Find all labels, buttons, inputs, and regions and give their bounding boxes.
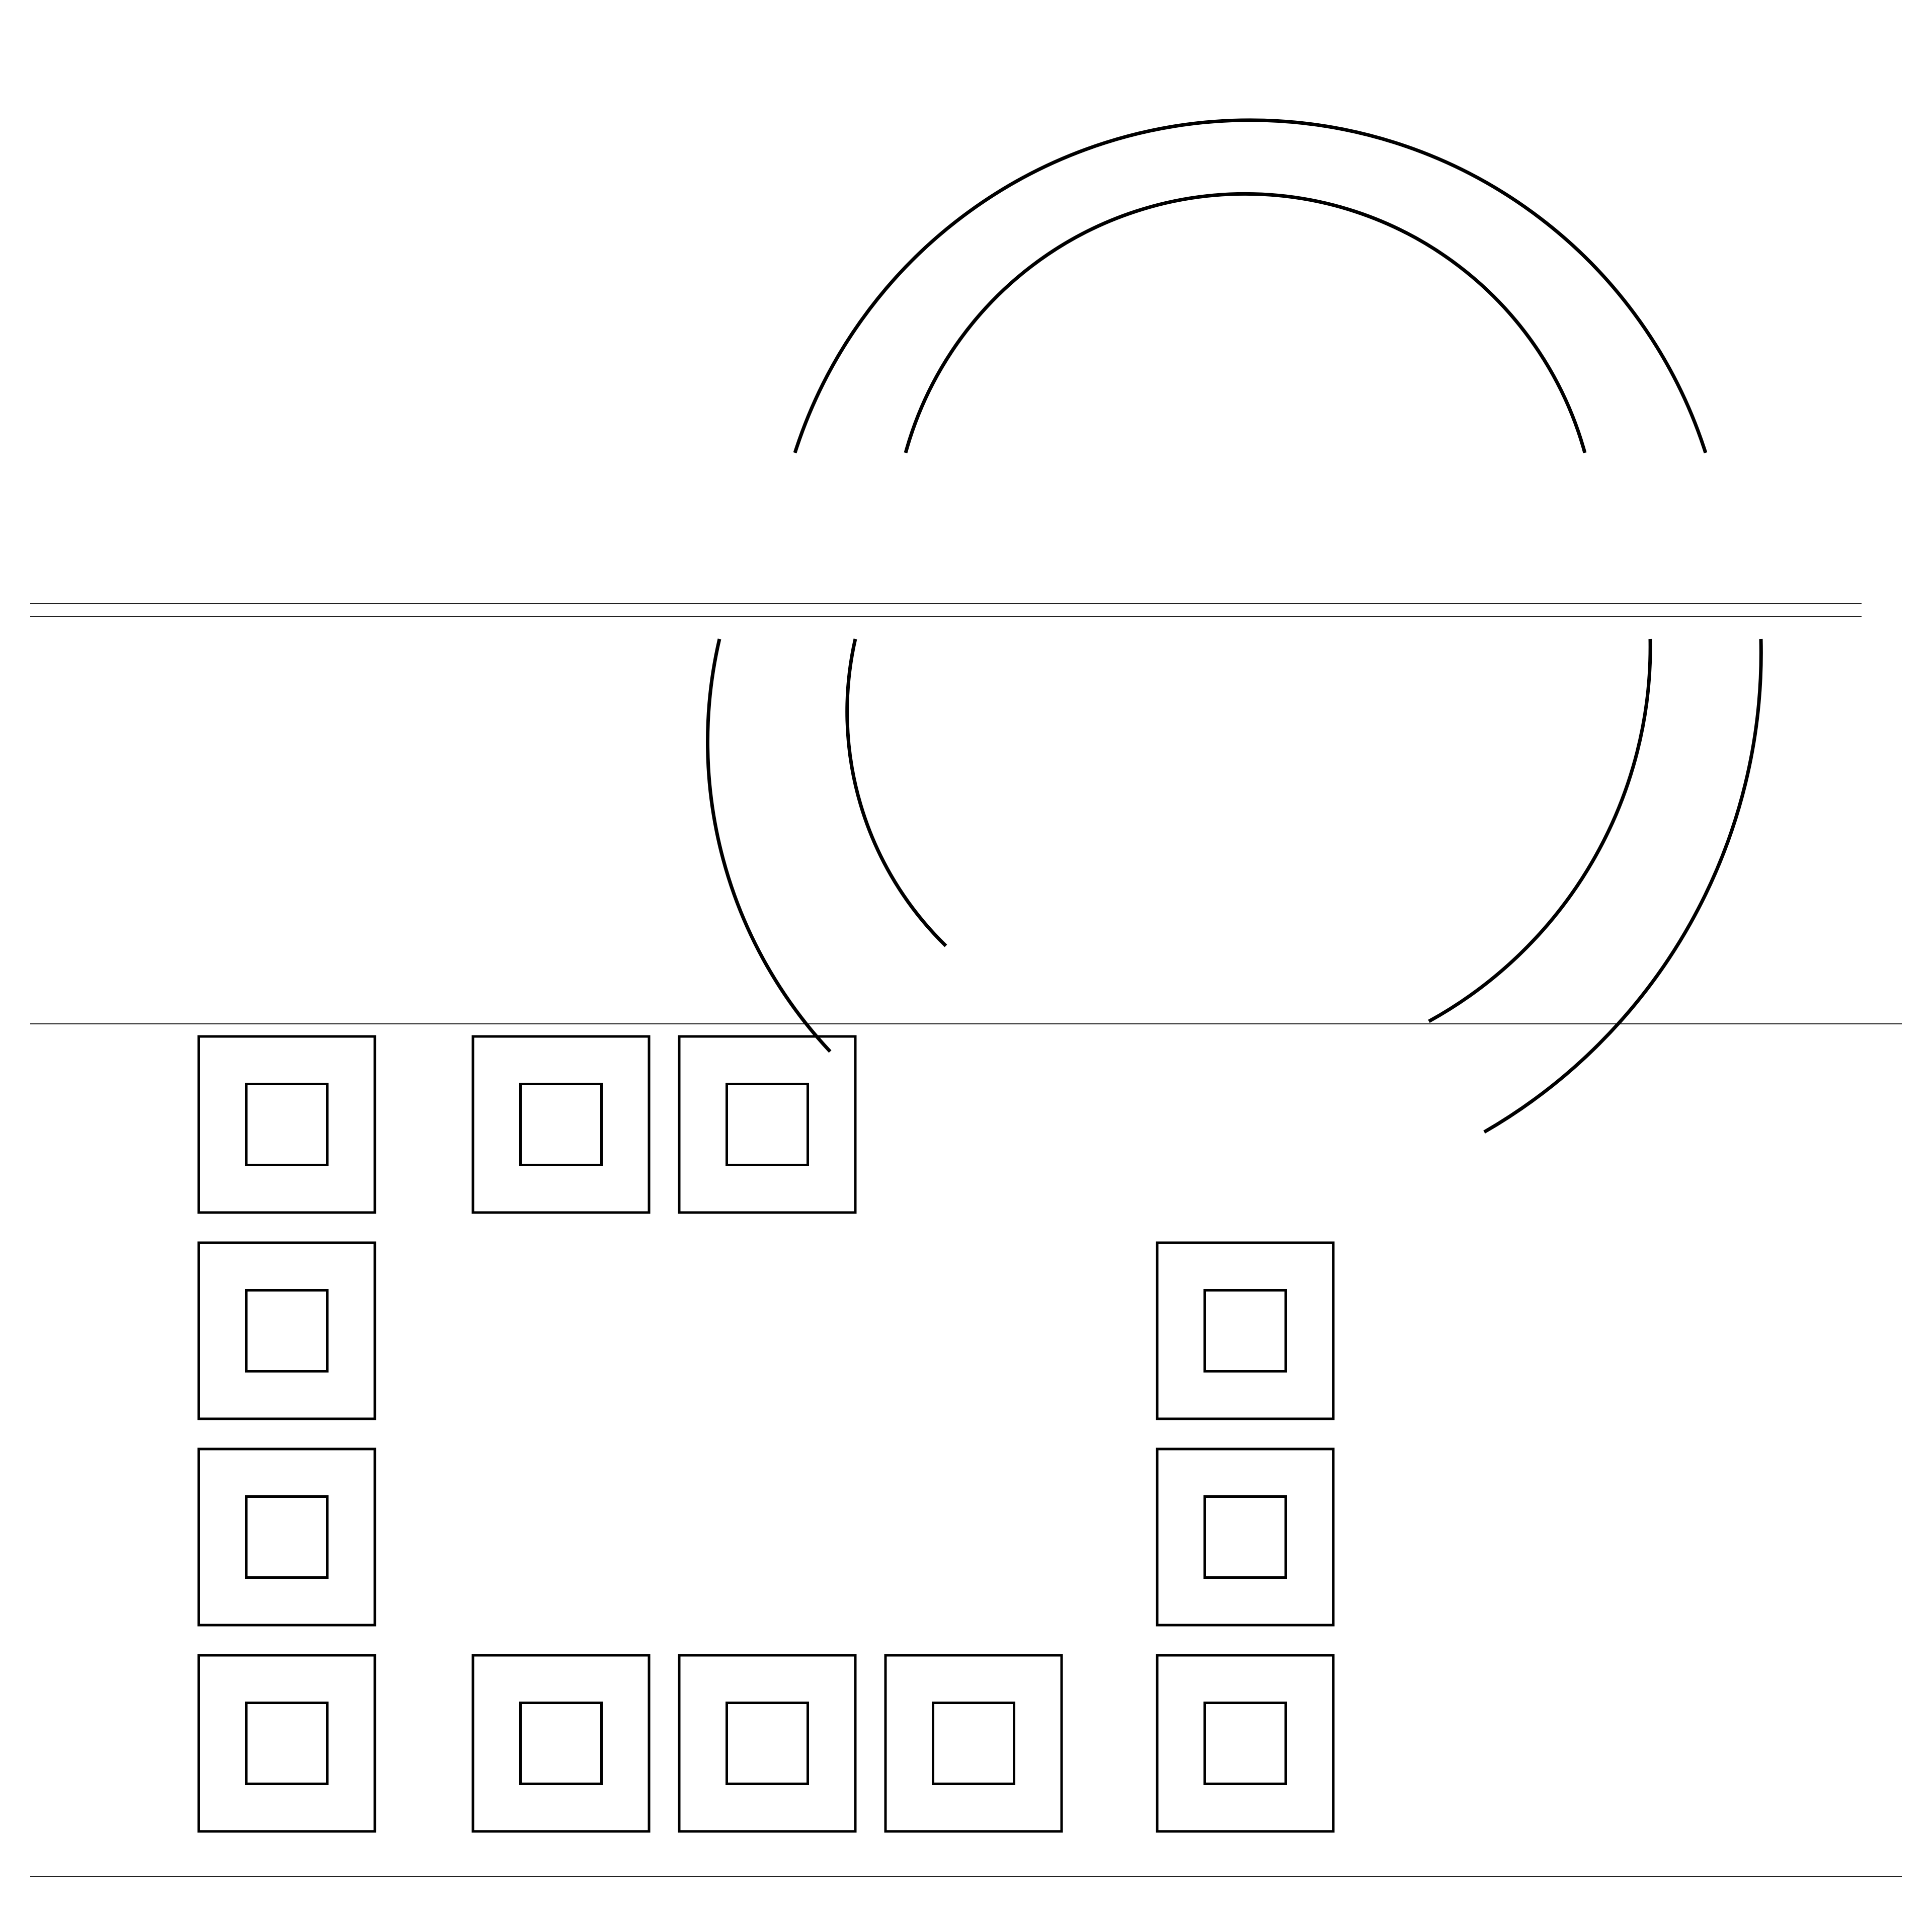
parking-courtyard — [1203, 1495, 1287, 1579]
north-arc-building — [793, 118, 1708, 454]
parking-garage — [197, 1654, 376, 1833]
parking-outer-wall — [884, 1654, 1063, 1833]
parking-garage — [1156, 1241, 1335, 1420]
parking-outer-wall — [471, 1654, 651, 1833]
parking-garage — [1156, 1447, 1335, 1627]
parking-outer-wall — [471, 1035, 651, 1214]
parking-outer-wall — [197, 1654, 376, 1833]
parking-garage — [197, 1241, 376, 1420]
parking-outer-wall — [197, 1035, 376, 1214]
parking-courtyard — [519, 1083, 603, 1166]
parking-courtyard — [726, 1702, 809, 1785]
parking-courtyard — [245, 1289, 329, 1373]
parking-outer-wall — [197, 1447, 376, 1627]
parking-garage — [471, 1035, 651, 1214]
parking-garage — [1156, 1654, 1335, 1833]
parking-outer-wall — [1156, 1241, 1335, 1420]
parking-garage — [197, 1035, 376, 1214]
west-arc-building — [706, 638, 947, 1053]
parking-courtyard — [726, 1083, 809, 1166]
parking-courtyard — [245, 1083, 329, 1166]
parking-courtyard — [245, 1702, 329, 1785]
parking-garage — [884, 1654, 1063, 1833]
parking-courtyard — [245, 1495, 329, 1579]
parking-courtyard — [1203, 1289, 1287, 1373]
parking-outer-wall — [197, 1241, 376, 1420]
parking-courtyard — [1203, 1702, 1287, 1785]
parking-courtyard — [519, 1702, 603, 1785]
parking-outer-wall — [678, 1035, 857, 1214]
streets — [30, 603, 1902, 1877]
parking-garages — [197, 1035, 1335, 1833]
parking-garage — [197, 1447, 376, 1627]
parking-garage — [471, 1654, 651, 1833]
parking-outer-wall — [1156, 1447, 1335, 1627]
parking-courtyard — [932, 1702, 1015, 1785]
east-arc-building — [1428, 638, 1763, 1134]
parking-garage — [678, 1035, 857, 1214]
parking-garage — [678, 1654, 857, 1833]
parking-outer-wall — [1156, 1654, 1335, 1833]
parking-outer-wall — [678, 1654, 857, 1833]
